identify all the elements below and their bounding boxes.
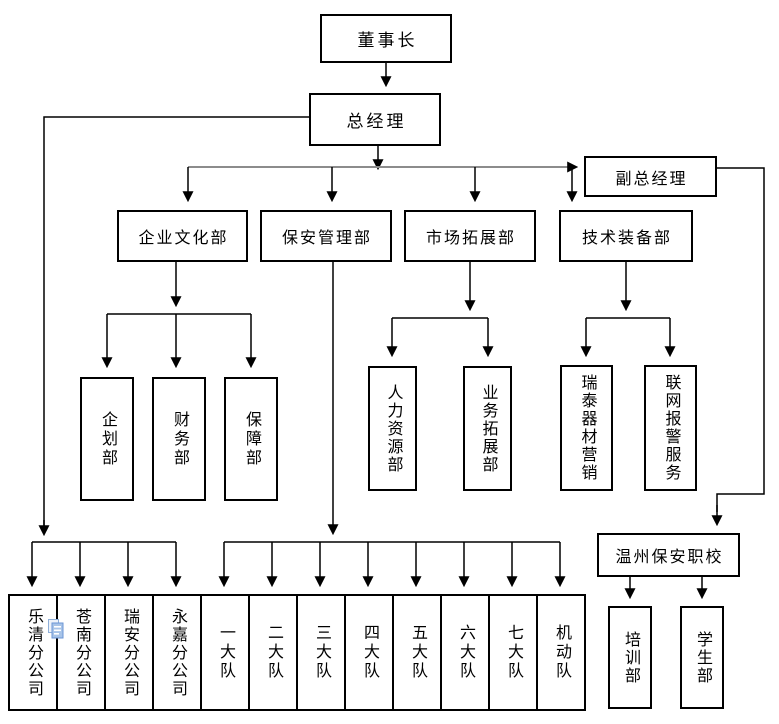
node-label: 联网报警服务 [662,374,680,482]
node-team-7: 七大队 [488,594,538,711]
node-hr-dept: 人力资源部 [368,366,417,491]
node-team-4: 四大队 [344,594,394,711]
node-team-6: 六大队 [440,594,490,711]
node-training-dept: 培训部 [608,606,652,709]
node-team-mobile: 机动队 [536,594,586,711]
node-label: 企划部 [99,410,116,468]
node-corporate-culture-dept: 企业文化部 [117,210,248,262]
node-label: 四大队 [361,624,378,681]
node-general-manager: 总经理 [309,93,441,146]
node-finance-dept: 财务部 [152,377,206,501]
node-label: 机动队 [553,624,570,681]
node-label: 培训部 [622,630,639,685]
node-label: 温州保安职校 [615,549,724,566]
node-label: 保障部 [243,410,260,468]
node-label: 副总经理 [615,170,688,188]
node-branch-cangnan: 苍南分公司 [56,594,106,711]
node-security-school: 温州保安职校 [597,533,740,577]
node-label: 企业文化部 [138,230,229,247]
node-label: 业务拓展部 [479,383,497,474]
node-team-1: 一大队 [200,594,250,711]
node-network-alarm-service: 联网报警服务 [644,365,697,491]
node-business-expansion-dept: 业务拓展部 [463,366,512,491]
paste-options-icon[interactable] [47,616,65,642]
node-label: 总经理 [346,112,407,131]
node-support-dept: 保障部 [224,377,278,501]
node-label: 技术装备部 [581,230,672,247]
node-label: 董事长 [357,31,418,50]
node-label: 瑞安分公司 [121,607,138,698]
node-planning-dept: 企划部 [80,377,134,501]
node-label: 瑞泰器材营销 [578,374,596,482]
node-label: 七大队 [505,624,522,681]
node-chairman: 董事长 [320,14,452,63]
node-branch-yueqing: 乐清分公司 [8,594,58,711]
node-label: 财务部 [171,410,188,468]
node-label: 三大队 [313,624,330,681]
node-label: 永嘉分公司 [169,607,186,698]
node-label: 六大队 [457,624,474,681]
node-deputy-general-manager: 副总经理 [584,156,717,197]
node-branch-yongjia: 永嘉分公司 [152,594,202,711]
node-team-5: 五大队 [392,594,442,711]
node-label: 学生部 [694,630,711,685]
node-team-3: 三大队 [296,594,346,711]
node-ruitai-equipment-marketing: 瑞泰器材营销 [560,365,613,491]
node-label: 保安管理部 [281,230,372,247]
node-label: 苍南分公司 [73,607,90,698]
node-student-dept: 学生部 [680,606,724,709]
node-branch-ruian: 瑞安分公司 [104,594,154,711]
node-security-management-dept: 保安管理部 [260,210,392,262]
node-label: 乐清分公司 [25,607,42,698]
node-team-2: 二大队 [248,594,298,711]
node-market-expansion-dept: 市场拓展部 [404,210,536,262]
node-label: 一大队 [217,624,234,681]
node-label: 二大队 [265,624,282,681]
node-label: 人力资源部 [384,383,402,474]
node-technical-equipment-dept: 技术装备部 [559,210,693,262]
node-label: 市场拓展部 [425,230,516,247]
node-label: 五大队 [409,624,426,681]
